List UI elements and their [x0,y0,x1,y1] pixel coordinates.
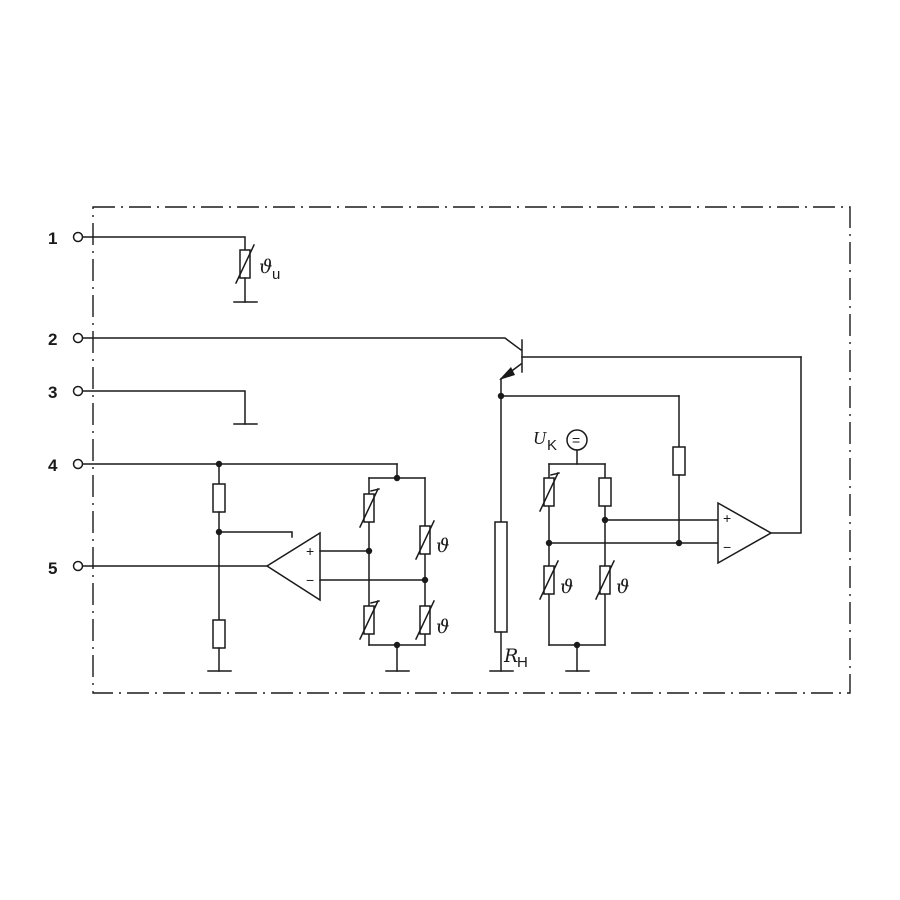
opamp-minus-sign: − [306,572,314,588]
terminal-4-connector[interactable] [72,458,84,470]
ambient-temperature-branch: ϑ u [81,236,280,303]
ground-terminal-branch [81,390,258,425]
flow-sensing-bridge: ϑ ϑ [81,463,450,672]
heater-drive-transistor [81,337,802,397]
supply-voltage-symbol: U [533,428,547,448]
supply-source-glyph: = [572,432,580,448]
heater-control-bridge: = U K ϑ ϑ [500,395,686,672]
heater-resistor: R H [489,392,528,672]
thermistor-symbol: ϑ [436,535,450,557]
supply-voltage-subscript: K [547,437,557,454]
ambient-thermistor-subscript: u [272,266,280,283]
terminal-5-connector[interactable] [72,560,84,572]
thermistor-symbol: ϑ [616,576,630,598]
thermistor-symbol: ϑ [436,616,450,638]
terminal-1-connector[interactable] [72,231,84,243]
terminal-1-label: 1 [48,229,57,248]
thermistor-symbol: ϑ [560,576,574,598]
opamp-plus-sign: + [723,510,731,526]
terminal-3-label: 3 [48,383,57,402]
sensor-enclosure-boundary [92,206,851,694]
terminal-4-label: 4 [48,456,58,475]
heater-resistor-subscript: H [517,654,528,671]
terminal-3-connector[interactable] [72,385,84,397]
output-amplifier: + − [81,460,426,672]
terminal-2-connector[interactable] [72,332,84,344]
terminal-5-label: 5 [48,559,57,578]
ambient-thermistor-symbol: ϑ [259,256,273,278]
terminal-2-label: 2 [48,330,57,349]
heater-resistor-symbol: R [503,645,518,667]
opamp-plus-sign: + [306,543,314,559]
opamp-minus-sign: − [723,539,731,555]
heater-control-amplifier: + − [548,356,802,565]
